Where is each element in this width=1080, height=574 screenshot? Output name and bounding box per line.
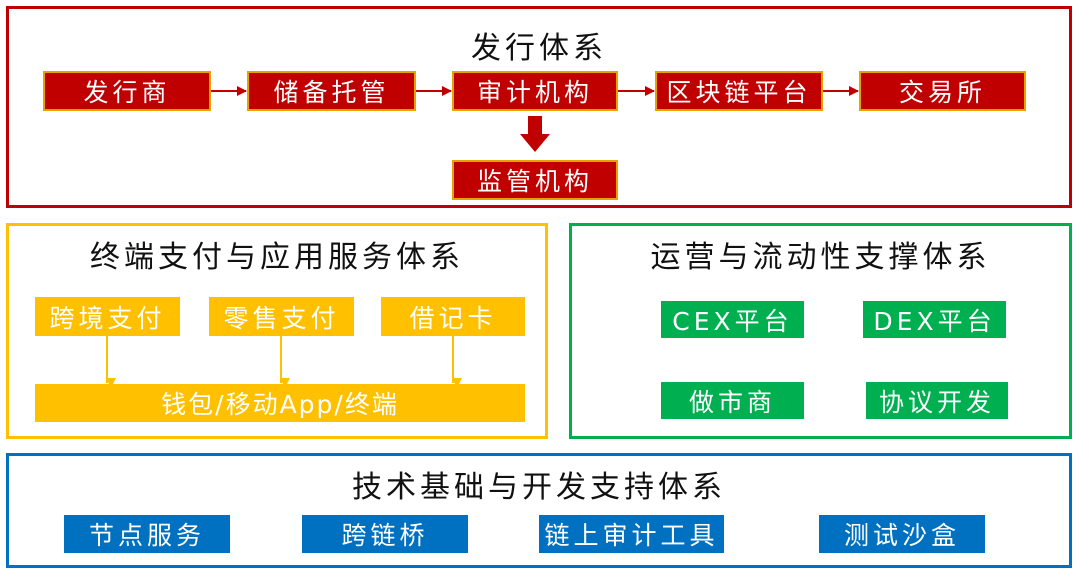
tech-title: 技术基础与开发支持体系 — [352, 470, 726, 505]
tech-panel: 技术基础与开发支持体系 — [6, 453, 1072, 568]
payment-target-wallet: 钱包/移动App/终端 — [35, 384, 525, 422]
tech-item-onchain-audit-tool: 链上审计工具 — [539, 515, 724, 553]
payment-panel: 终端支付与应用服务体系 — [6, 223, 548, 439]
payment-title: 终端支付与应用服务体系 — [90, 240, 464, 275]
flow-box-blockchain-platform: 区块链平台 — [655, 71, 823, 111]
operations-panel: 运营与流动性支撑体系 — [569, 223, 1072, 439]
payment-source-cross-border: 跨境支付 — [35, 297, 180, 336]
regulator-box: 监管机构 — [452, 160, 618, 200]
tech-item-test-sandbox: 测试沙盒 — [819, 515, 985, 553]
ops-item-dex: DEX平台 — [863, 301, 1006, 338]
tech-item-cross-chain-bridge: 跨链桥 — [302, 515, 468, 553]
ops-item-cex: CEX平台 — [661, 301, 804, 338]
flow-box-exchange: 交易所 — [859, 71, 1026, 111]
operations-title: 运营与流动性支撑体系 — [650, 240, 991, 275]
flow-box-audit-firm: 审计机构 — [452, 71, 618, 111]
tech-item-node-service: 节点服务 — [64, 515, 230, 553]
payment-source-debit-card: 借记卡 — [381, 297, 525, 336]
flow-box-issuer: 发行商 — [43, 71, 211, 111]
payment-source-retail: 零售支付 — [209, 297, 354, 336]
ops-item-market-maker: 做市商 — [661, 382, 804, 419]
ops-item-protocol-dev: 协议开发 — [866, 382, 1008, 419]
issuance-title: 发行体系 — [471, 31, 607, 66]
issuance-panel: 发行体系 — [6, 6, 1072, 208]
flow-box-reserve-custody: 储备托管 — [247, 71, 416, 111]
